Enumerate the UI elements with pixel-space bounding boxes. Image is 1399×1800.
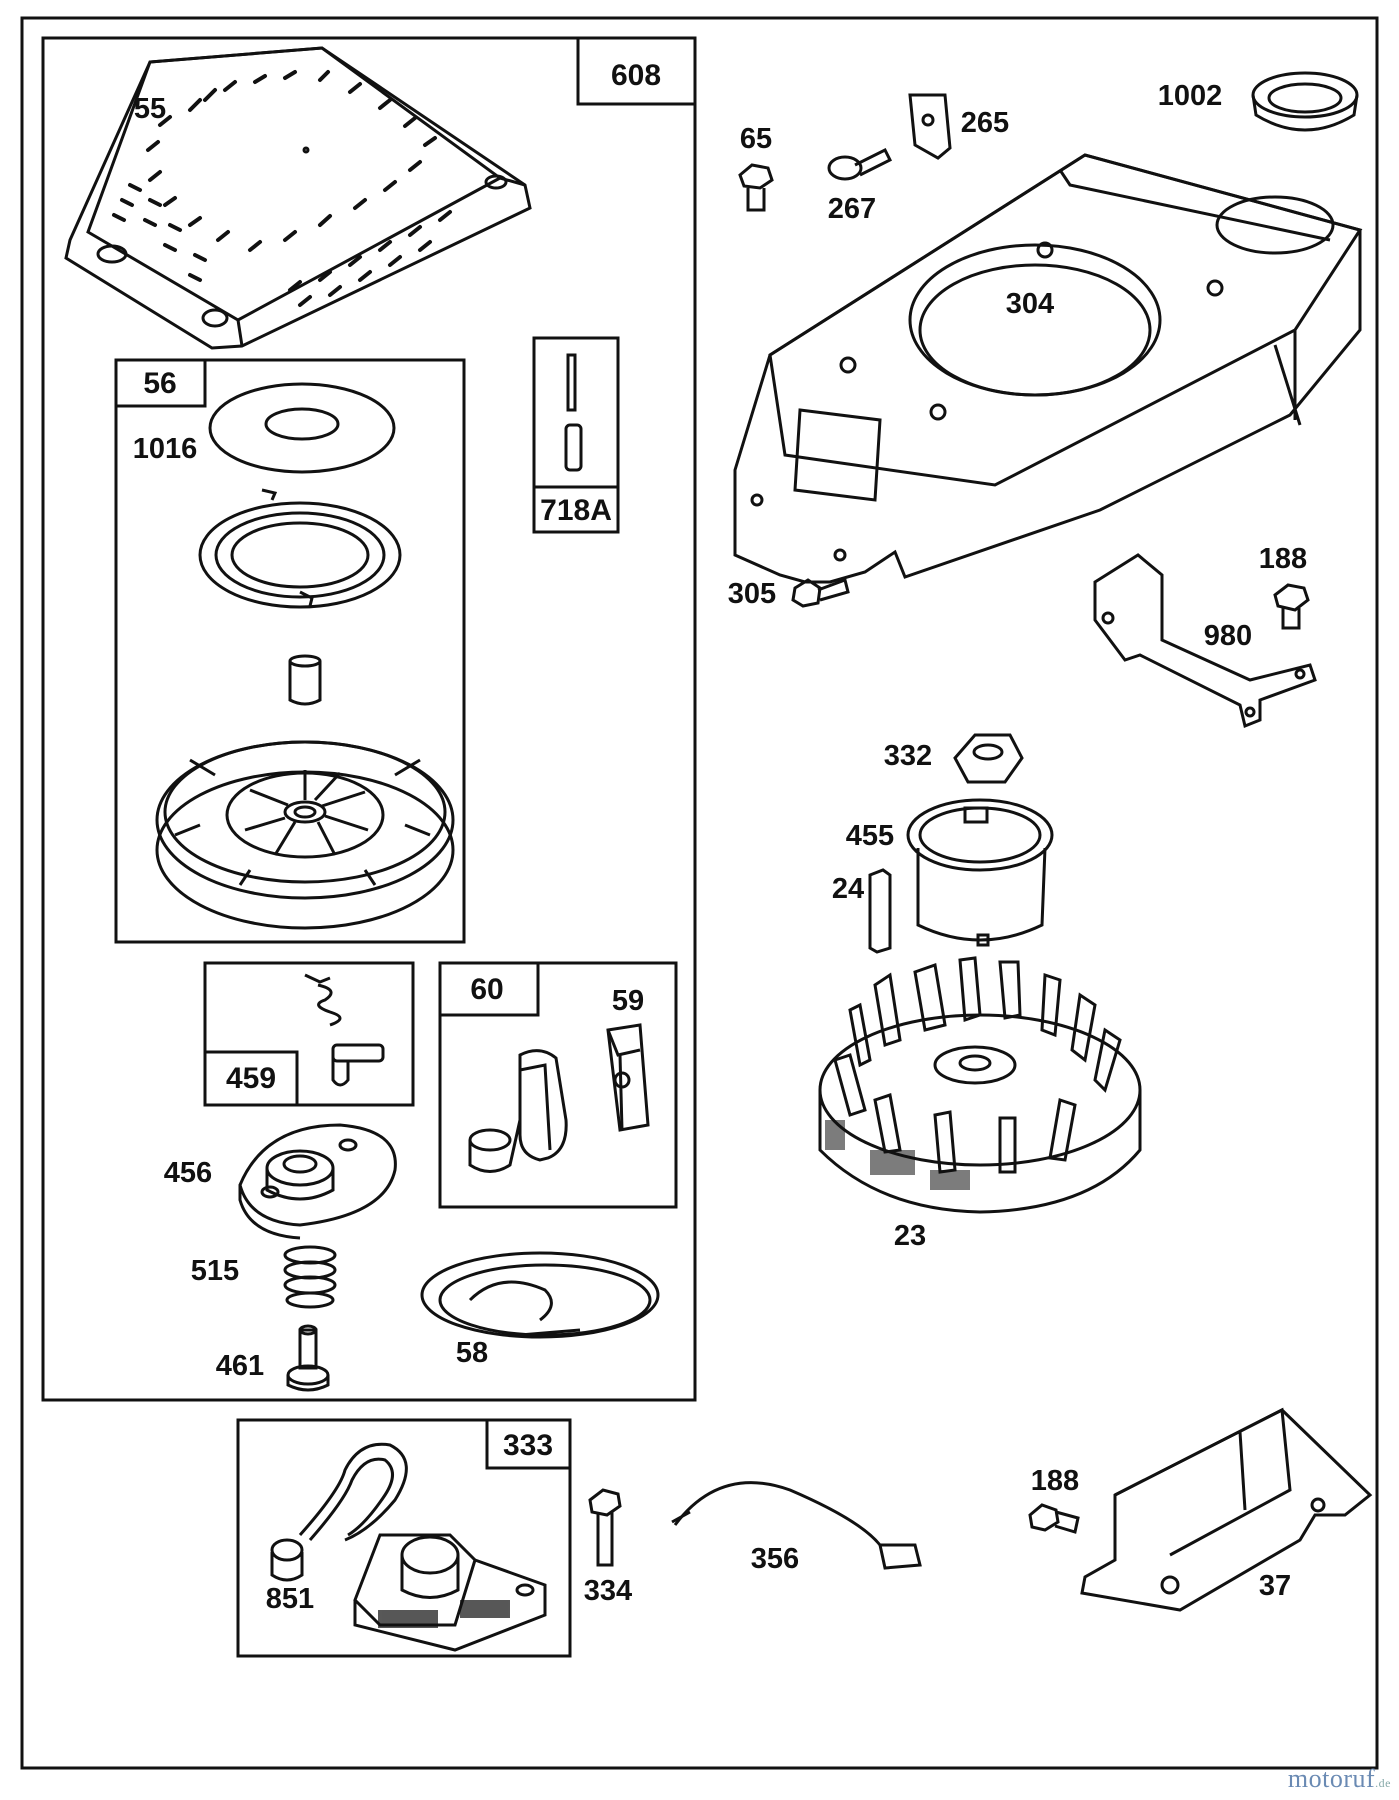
clip-265	[908, 93, 952, 160]
label-65: 65	[740, 123, 772, 155]
starter-rope-58	[420, 1251, 660, 1339]
label-515: 515	[191, 1255, 239, 1287]
label-608: 608	[611, 59, 661, 92]
label-59: 59	[612, 985, 644, 1017]
label-334: 334	[584, 1575, 632, 1607]
label-332: 332	[884, 740, 932, 772]
air-baffle-37	[1080, 1407, 1373, 1612]
label-188-top: 188	[1259, 543, 1307, 575]
nut-332	[953, 733, 1024, 784]
ignition-armature-333	[270, 1442, 547, 1652]
watermark-text: motoruf	[1287, 1764, 1376, 1793]
label-980: 980	[1204, 620, 1252, 652]
starter-ratchet-456	[238, 1123, 397, 1240]
label-305: 305	[728, 578, 776, 610]
box-608	[41, 36, 697, 1402]
spring-515	[283, 1245, 337, 1309]
box-333	[236, 1418, 572, 1658]
ground-wire-356	[671, 1481, 922, 1570]
label-304: 304	[1006, 288, 1054, 320]
washer-1016	[208, 382, 396, 474]
label-1016: 1016	[133, 433, 198, 465]
label-1002: 1002	[1158, 80, 1223, 112]
label-718A: 718A	[540, 494, 612, 527]
label-333: 333	[503, 1429, 553, 1462]
screw-334	[588, 1488, 622, 1567]
starter-handle	[468, 1049, 568, 1173]
blower-housing-304	[733, 153, 1363, 584]
label-188-bottom: 188	[1031, 1465, 1079, 1497]
box-60	[438, 961, 678, 1209]
label-37: 37	[1259, 1570, 1291, 1602]
outer-frame	[20, 16, 1379, 1770]
bolt-305	[791, 578, 850, 608]
label-356: 356	[751, 1543, 799, 1575]
starter-cover-55	[64, 46, 532, 350]
bolt-188-top	[1273, 583, 1310, 630]
label-455: 455	[846, 820, 894, 852]
watermark: motoruf.de	[1288, 1764, 1391, 1794]
handle-insert-59	[606, 1023, 650, 1132]
screw-461	[286, 1324, 330, 1392]
label-265: 265	[961, 107, 1009, 139]
grommet-1002	[1251, 71, 1359, 132]
box-459	[203, 961, 415, 1107]
label-267: 267	[828, 193, 876, 225]
bolt-188-bottom	[1028, 1503, 1080, 1534]
label-58: 58	[456, 1337, 488, 1369]
screw-267	[827, 147, 893, 181]
rewind-spring	[198, 488, 402, 609]
label-23: 23	[894, 1220, 926, 1252]
box-718A	[532, 336, 620, 534]
box-56	[114, 358, 466, 944]
pawl-spring	[304, 973, 385, 1087]
label-60: 60	[470, 973, 503, 1006]
label-851: 851	[266, 1583, 314, 1615]
label-24: 24	[832, 873, 864, 905]
key-24	[868, 868, 892, 954]
label-461: 461	[216, 1350, 264, 1382]
label-55: 55	[134, 93, 166, 125]
starter-pulley	[155, 740, 455, 930]
bolt-65	[738, 163, 774, 212]
bracket-980	[1093, 553, 1317, 729]
bushing	[288, 654, 322, 706]
flywheel-23	[818, 956, 1142, 1214]
watermark-suffix: .de	[1375, 1776, 1391, 1790]
label-459: 459	[226, 1062, 276, 1095]
starter-cup-455	[906, 798, 1054, 947]
label-456: 456	[164, 1157, 212, 1189]
label-56: 56	[143, 367, 176, 400]
pins-718A	[564, 353, 583, 472]
